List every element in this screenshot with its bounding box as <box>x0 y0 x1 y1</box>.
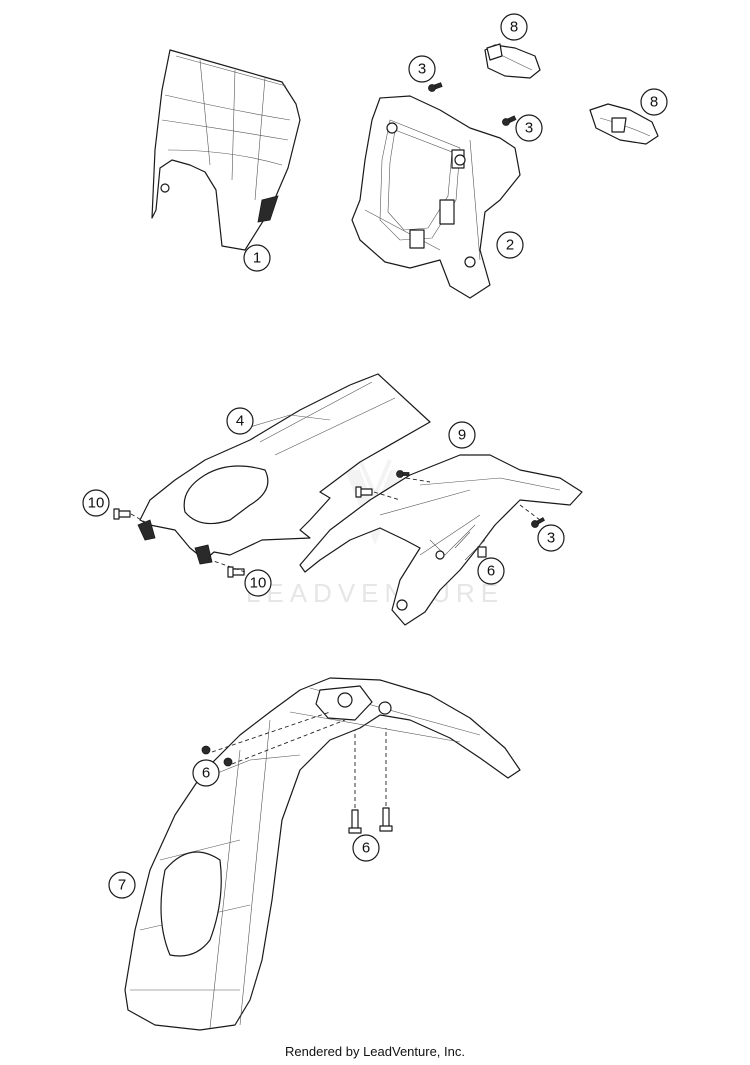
front-bolt-bottom-a <box>348 809 362 834</box>
svg-text:3: 3 <box>547 530 555 547</box>
clamp-right <box>589 103 659 145</box>
callout-10-bottom: 10 <box>244 569 272 597</box>
callout-1: 1 <box>243 244 271 272</box>
screw-top <box>428 82 443 92</box>
callout-3-top: 3 <box>408 55 436 83</box>
front-bolt-left-a <box>201 745 211 755</box>
svg-text:3: 3 <box>418 61 426 78</box>
svg-text:9: 9 <box>458 427 466 444</box>
rear-bolt-10-left <box>113 508 131 520</box>
callout-6-front-bottom: 6 <box>352 834 380 862</box>
svg-text:3: 3 <box>525 120 533 137</box>
svg-text:1: 1 <box>253 250 261 267</box>
front-bolt-left-b <box>223 757 233 767</box>
front-bolt-bottom-b <box>379 807 393 832</box>
front-fender <box>124 677 521 1031</box>
rear-bolt-b <box>355 486 373 498</box>
callout-8-top: 8 <box>500 13 528 41</box>
callout-8-right: 8 <box>640 88 668 116</box>
callout-9: 9 <box>448 421 476 449</box>
rear-screw-a <box>396 470 410 478</box>
watermark-text: LEADVENTURE <box>246 578 504 608</box>
callout-3-right: 3 <box>515 114 543 142</box>
callout-2: 2 <box>496 231 524 259</box>
callout-6-rear: 6 <box>477 557 505 585</box>
callout-7: 7 <box>108 871 136 899</box>
svg-text:8: 8 <box>510 19 518 36</box>
svg-text:10: 10 <box>88 495 105 512</box>
headlight-mask <box>151 49 301 251</box>
headlight-bracket <box>351 95 521 299</box>
rear-nut-6 <box>477 546 487 558</box>
svg-text:8: 8 <box>650 94 658 111</box>
rear-fender <box>137 373 431 565</box>
svg-text:7: 7 <box>118 877 126 894</box>
svg-text:6: 6 <box>202 765 210 782</box>
footer-credit: Rendered by LeadVenture, Inc. <box>285 1044 465 1059</box>
svg-text:6: 6 <box>487 563 495 580</box>
screw-right <box>502 115 517 126</box>
svg-text:6: 6 <box>362 840 370 857</box>
clamp-upper <box>484 43 541 79</box>
svg-text:2: 2 <box>506 237 514 254</box>
svg-text:10: 10 <box>250 575 267 592</box>
callout-6-front-left: 6 <box>192 759 220 787</box>
svg-text:4: 4 <box>236 413 244 430</box>
fender-support <box>299 454 583 626</box>
callout-10-left: 10 <box>82 489 110 517</box>
callout-3-rear: 3 <box>537 524 565 552</box>
callout-4: 4 <box>226 407 254 435</box>
leader-lines <box>130 477 541 808</box>
